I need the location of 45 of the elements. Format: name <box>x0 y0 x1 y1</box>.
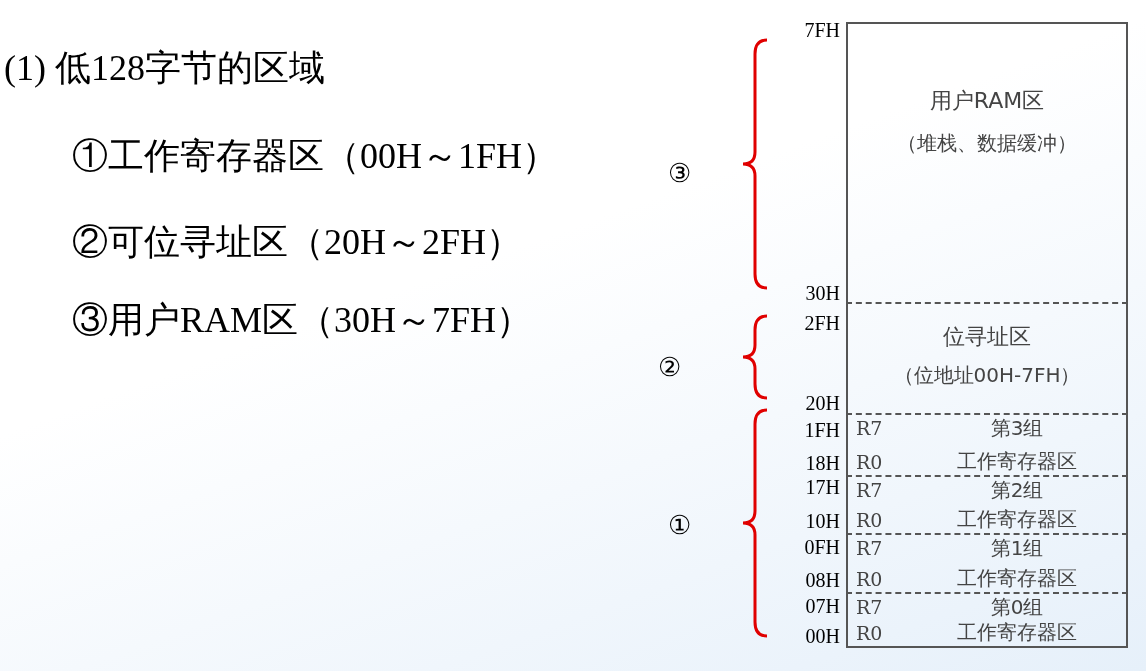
address-label: 20H <box>804 392 840 414</box>
register-name: R0 <box>856 622 883 644</box>
address-label: 00H <box>804 625 840 647</box>
address-label: 07H <box>804 595 840 617</box>
heading-text: (1) 低128字节的区域 <box>4 47 325 90</box>
bank-note: 工作寄存器区 <box>956 448 1078 475</box>
register-name: R0 <box>856 451 883 473</box>
region-note: （堆栈、数据缓冲） <box>896 130 1078 157</box>
list-item: ②可位寻址区（20H～2FH） <box>72 221 523 264</box>
address-label: 7FH <box>803 19 840 41</box>
address-label: 2FH <box>803 312 840 334</box>
address-label: 17H <box>804 476 840 498</box>
register-bank-region <box>846 533 1128 592</box>
bank-title: 第2组 <box>989 477 1045 504</box>
register-name: R7 <box>856 479 883 501</box>
list-item: ③用户RAM区（30H～7FH） <box>72 299 533 342</box>
register-name: R7 <box>856 596 883 618</box>
bank-note: 工作寄存器区 <box>956 619 1078 646</box>
register-name: R7 <box>856 537 883 559</box>
circled-number: ③ <box>668 158 691 189</box>
bank-title: 第0组 <box>989 594 1045 621</box>
register-bank-region <box>846 413 1128 475</box>
register-name: R0 <box>856 568 883 590</box>
region-note: （位地址00H-7FH） <box>892 362 1082 389</box>
address-label: 0FH <box>803 536 840 558</box>
bank-note: 工作寄存器区 <box>956 565 1078 592</box>
region-title: 位寻址区 <box>942 323 1032 351</box>
circled-number: ② <box>658 352 681 383</box>
address-label: 08H <box>804 569 840 591</box>
region-title: 用户RAM区 <box>928 87 1046 115</box>
circled-number: ① <box>668 510 691 541</box>
memory-region <box>846 22 1128 302</box>
register-name: R7 <box>856 417 883 439</box>
bank-note: 工作寄存器区 <box>956 506 1078 533</box>
address-label: 30H <box>804 282 840 304</box>
address-label: 1FH <box>803 419 840 441</box>
register-bank-region <box>846 475 1128 533</box>
list-item: ①工作寄存器区（00H～1FH） <box>72 135 559 178</box>
bank-title: 第1组 <box>989 535 1045 562</box>
address-label: 18H <box>804 452 840 474</box>
address-label: 10H <box>804 510 840 532</box>
memory-region <box>846 302 1128 413</box>
register-name: R0 <box>856 509 883 531</box>
bank-title: 第3组 <box>989 415 1045 442</box>
register-bank-region <box>846 592 1128 648</box>
